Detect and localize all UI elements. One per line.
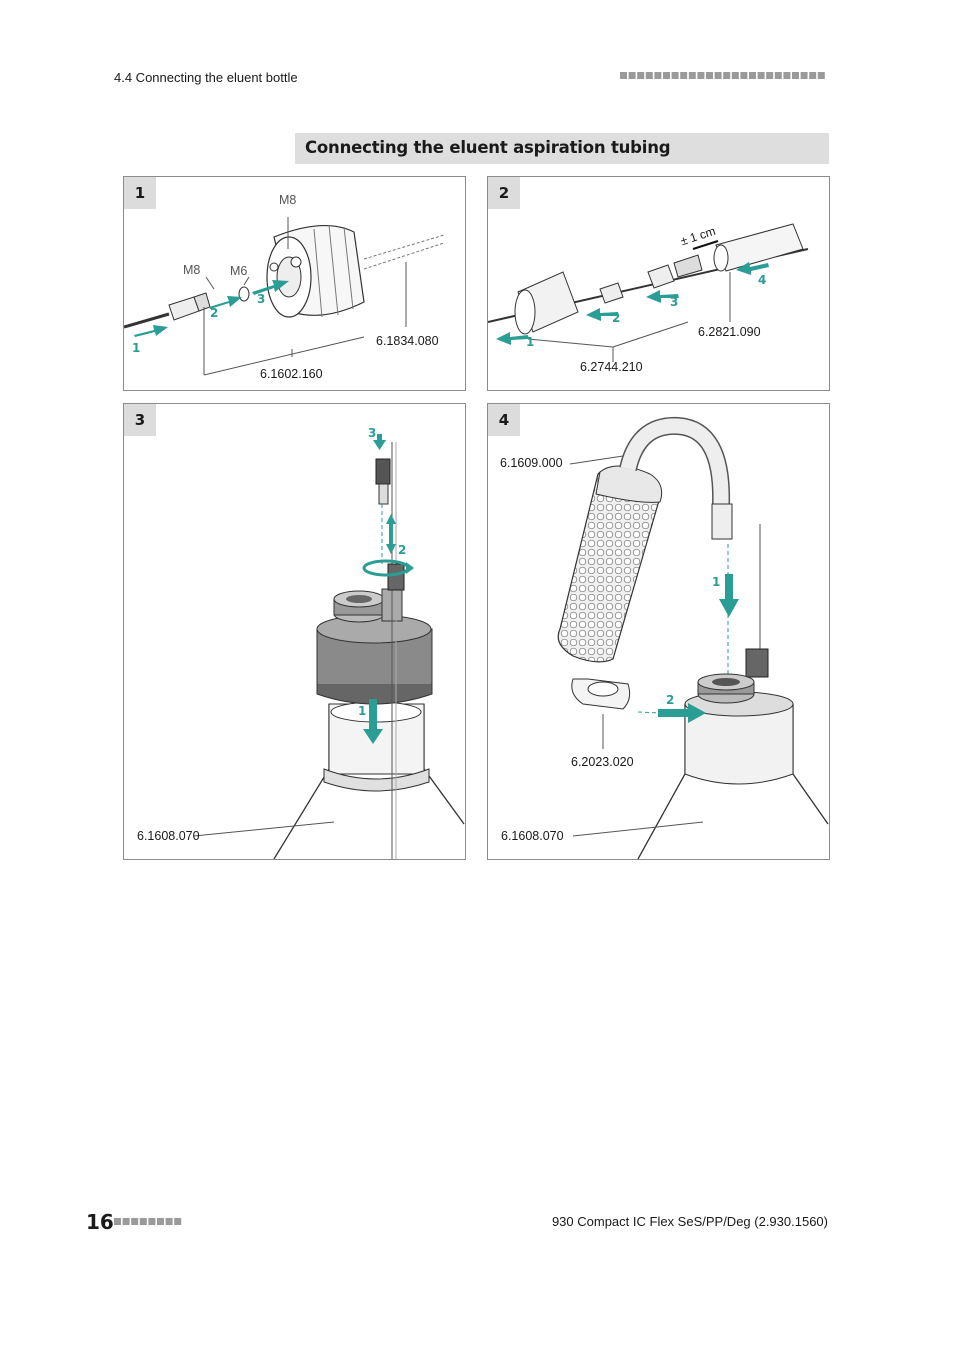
label-part-6-2821-090: 6.2821.090 (698, 325, 761, 339)
label-part-6-1834-080: 6.1834.080 (376, 334, 439, 348)
header-dot-bar (620, 72, 825, 79)
label-part-6-1609-000: 6.1609.000 (500, 456, 563, 470)
label-m8-left: M8 (183, 263, 201, 277)
panel-3: 3 6.1608.070 3 2 1 (123, 403, 466, 860)
label-part-6-2744-210: 6.2744.210 (580, 360, 643, 374)
label-part-6-1608-070: 6.1608.070 (501, 829, 564, 843)
panel-3-illustration (193, 434, 465, 859)
page-number: 16 (86, 1210, 114, 1234)
label-part-6-1608-070: 6.1608.070 (137, 829, 200, 843)
step-label-3: 3 (368, 426, 377, 440)
step-label-1: 1 (132, 341, 141, 355)
panel-4: 4 6.1609.000 6.2023.020 6.1608.070 1 2 (487, 403, 830, 860)
step-label-3: 3 (670, 295, 679, 309)
panel-3-number: 3 (124, 404, 156, 436)
product-name: 930 Compact IC Flex SeS/PP/Deg (2.930.15… (551, 1214, 828, 1229)
step-label-1: 1 (358, 704, 367, 718)
step-label-2: 2 (612, 311, 621, 325)
label-part-6-2023-020: 6.2023.020 (571, 755, 634, 769)
section-header: 4.4 Connecting the eluent bottle (114, 70, 298, 85)
step-label-4: 4 (758, 273, 767, 287)
panel-2: 2 ± 1 cm 6.2821.090 6.2744.210 1 2 3 4 (487, 176, 830, 391)
panel-4-number: 4 (488, 404, 520, 436)
panel-1-illustration (124, 217, 445, 376)
figure-title: Connecting the eluent aspiration tubing (305, 138, 671, 157)
panel-2-illustration (488, 223, 809, 362)
footer-dot-bar (114, 1218, 182, 1225)
step-label-3: 3 (257, 292, 266, 306)
figure-title-bar: Connecting the eluent aspiration tubing (295, 133, 829, 164)
panel-1: 1 M8 M8 M6 6.1834.080 6.1602.160 1 2 3 (123, 176, 466, 391)
label-m8-top: M8 (279, 193, 297, 207)
label-m6: M6 (230, 264, 248, 278)
panel-2-number: 2 (488, 177, 520, 209)
panel-4-illustration (557, 416, 829, 859)
step-label-2: 2 (666, 693, 675, 707)
panel-1-number: 1 (124, 177, 156, 209)
label-part-6-1602-160: 6.1602.160 (260, 367, 323, 381)
step-label-1: 1 (526, 335, 535, 349)
step-label-2: 2 (210, 306, 219, 320)
step-label-2: 2 (398, 543, 407, 557)
step-label-1: 1 (712, 575, 721, 589)
